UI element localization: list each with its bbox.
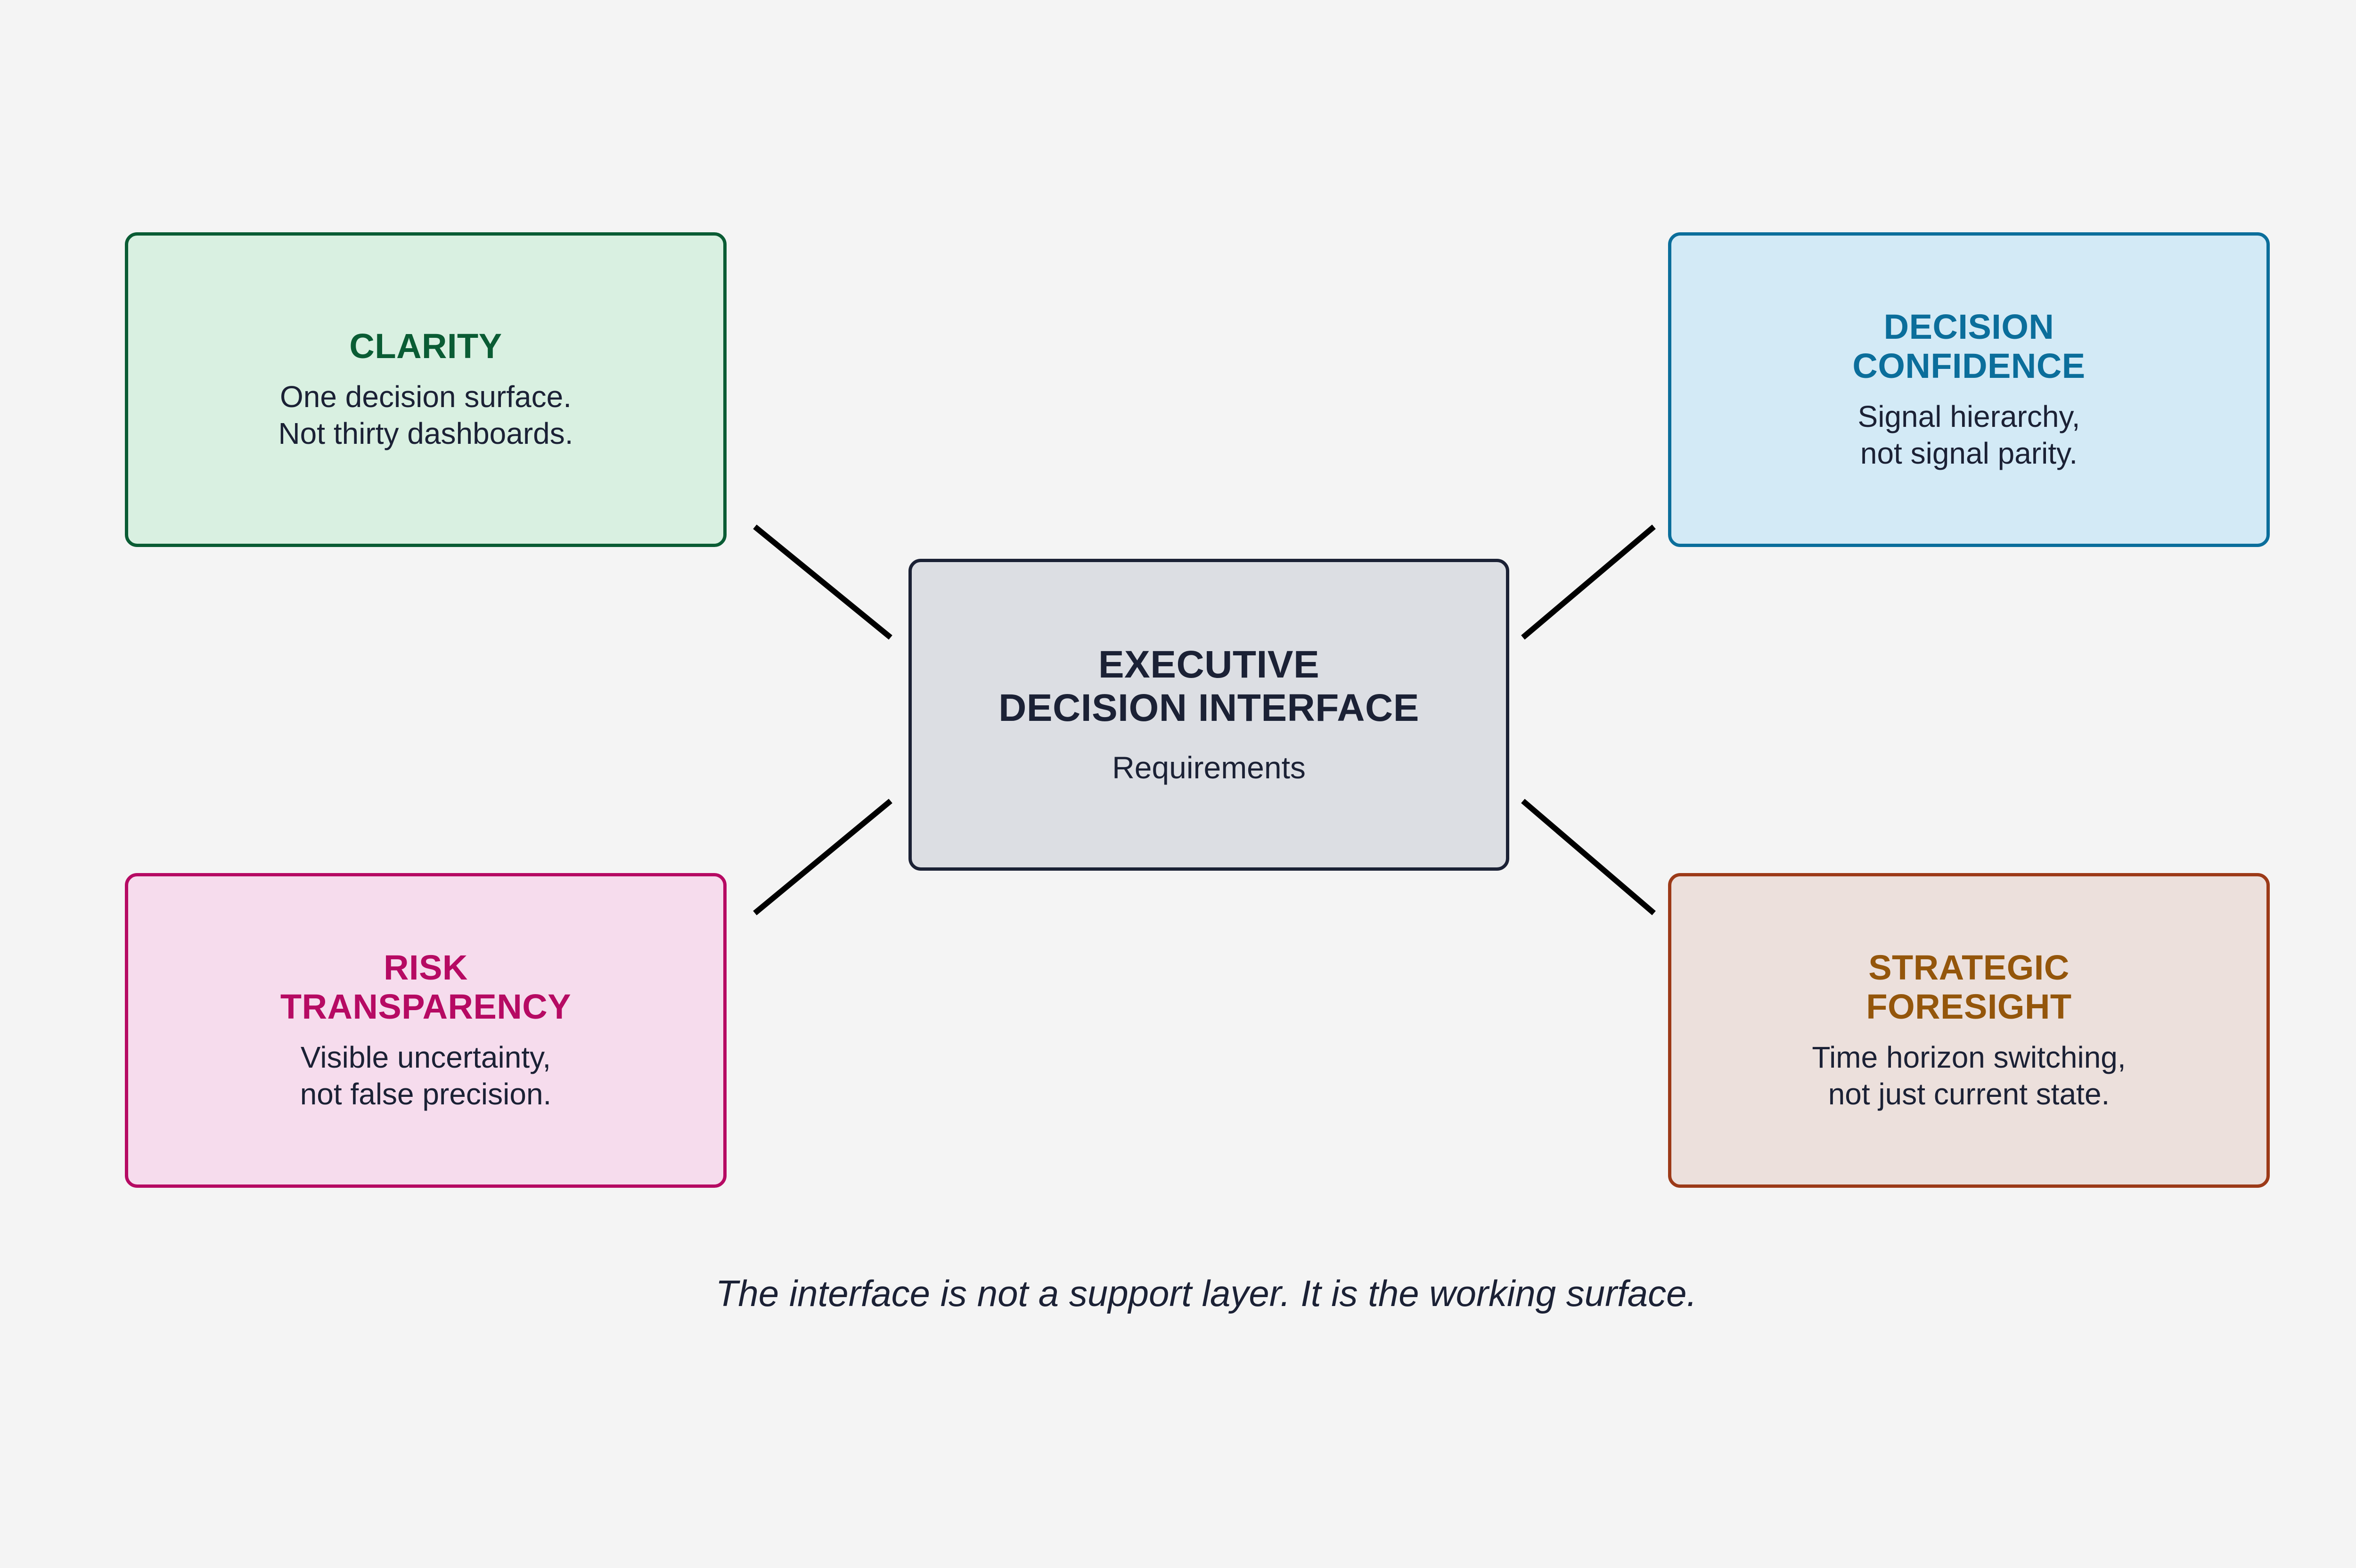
connector-foresight-to-center [1521, 799, 1656, 915]
node-decision-confidence-desc-line-2: not signal parity. [1860, 436, 2078, 470]
diagram-caption: The interface is not a support layer. It… [715, 1273, 1697, 1314]
node-decision-confidence-desc-line-1: Signal hierarchy, [1857, 399, 2080, 433]
node-center-title: EXECUTIVE DECISION INTERFACE [998, 643, 1419, 730]
node-strategic-foresight-title-line-1: STRATEGIC [1868, 948, 2070, 988]
node-risk-transparency-desc-line-1: Visible uncertainty, [300, 1040, 551, 1074]
node-decision-confidence-title: DECISION CONFIDENCE [1852, 307, 2086, 386]
node-strategic-foresight-title-line-2: FORESIGHT [1866, 987, 2072, 1026]
node-risk-transparency-title: RISK TRANSPARENCY [280, 948, 571, 1027]
node-strategic-foresight-desc-line-2: not just current state. [1828, 1077, 2110, 1111]
connector-clarity-to-center [753, 524, 892, 640]
node-clarity-desc-line-2: Not thirty dashboards. [278, 416, 573, 451]
node-clarity-desc-line-1: One decision surface. [280, 380, 572, 414]
node-clarity[interactable]: CLARITY One decision surface. Not thirty… [125, 232, 727, 547]
connector-risk-to-center [753, 799, 892, 915]
node-decision-confidence[interactable]: DECISION CONFIDENCE Signal hierarchy, no… [1668, 232, 2270, 547]
node-strategic-foresight-description: Time horizon switching, not just current… [1812, 1039, 2126, 1112]
node-clarity-description: One decision surface. Not thirty dashboa… [278, 378, 573, 452]
node-risk-transparency-description: Visible uncertainty, not false precision… [300, 1039, 552, 1112]
node-decision-confidence-title-line-1: DECISION [1883, 307, 2054, 347]
connector-confidence-to-center [1521, 524, 1656, 640]
node-risk-transparency-desc-line-2: not false precision. [300, 1077, 552, 1111]
node-strategic-foresight[interactable]: STRATEGIC FORESIGHT Time horizon switchi… [1668, 873, 2270, 1188]
node-clarity-title-line-1: CLARITY [349, 327, 502, 366]
node-decision-confidence-description: Signal hierarchy, not signal parity. [1858, 398, 2080, 472]
node-strategic-foresight-desc-line-1: Time horizon switching, [1812, 1040, 2126, 1074]
node-center-title-line-1: EXECUTIVE [1098, 643, 1320, 686]
node-strategic-foresight-title: STRATEGIC FORESIGHT [1866, 948, 2071, 1027]
node-clarity-title: CLARITY [349, 327, 502, 366]
node-center-subtitle: Requirements [1112, 750, 1306, 785]
node-center-title-line-2: DECISION INTERFACE [998, 686, 1419, 729]
node-risk-transparency[interactable]: RISK TRANSPARENCY Visible uncertainty, n… [125, 873, 727, 1188]
node-decision-confidence-title-line-2: CONFIDENCE [1852, 346, 2086, 385]
node-risk-transparency-title-line-1: RISK [384, 948, 468, 988]
node-executive-decision-interface[interactable]: EXECUTIVE DECISION INTERFACE Requirement… [908, 559, 1509, 871]
node-risk-transparency-title-line-2: TRANSPARENCY [280, 987, 572, 1026]
